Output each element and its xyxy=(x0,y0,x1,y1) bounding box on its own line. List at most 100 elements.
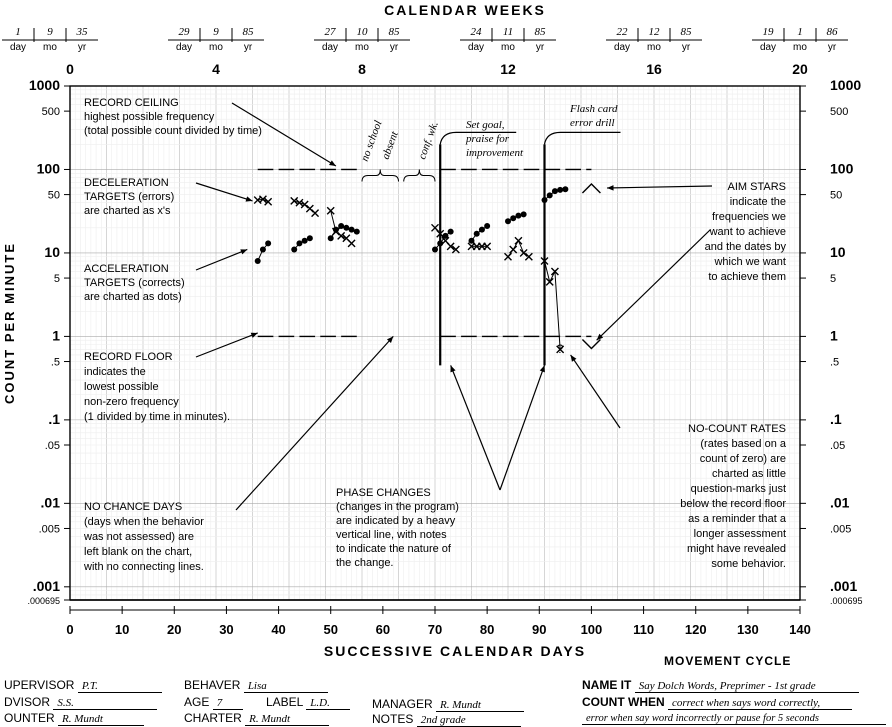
date-sublabel: day xyxy=(10,42,26,53)
correct-dot xyxy=(432,246,438,253)
annotation-aim-stars: which we want xyxy=(713,256,786,268)
annotation-aim-stars: AIM STARS xyxy=(728,181,786,193)
arrow-acceleration xyxy=(195,248,248,271)
errors-line xyxy=(544,260,561,350)
correct-dot xyxy=(557,186,564,193)
x-tick-label: 90 xyxy=(532,622,546,637)
date-sublabel: yr xyxy=(244,42,253,53)
correct-dot xyxy=(447,228,454,235)
y-tick-label-right: 100 xyxy=(830,160,854,176)
arrow-ceiling-head xyxy=(329,160,336,167)
week-tick-label: 8 xyxy=(358,61,366,77)
week-tick-label: 0 xyxy=(66,61,74,77)
error-x xyxy=(264,197,273,206)
week-tick-label: 12 xyxy=(500,61,516,77)
annotation-deceleration: are charted as x's xyxy=(84,205,171,217)
x-tick-label: 10 xyxy=(115,622,129,637)
y-tick-label-right: 1000 xyxy=(830,77,861,93)
date-value: 85 xyxy=(535,26,547,38)
annotation-phase-changes: vertical line, with notes xyxy=(336,529,447,541)
error-x xyxy=(545,277,554,286)
age-field: AGE 7 xyxy=(184,695,243,710)
annotation-flash-card: Flash card xyxy=(569,103,618,115)
correct-dot xyxy=(510,215,517,222)
date-sublabel: mo xyxy=(647,42,661,53)
date-value: 85 xyxy=(681,26,693,38)
annotation-no-count-rates: count of zero) are xyxy=(700,453,786,465)
y-tick-label-left: .1 xyxy=(48,411,60,427)
name-it-label: NAME IT xyxy=(582,678,632,692)
charter-label: CHARTER xyxy=(184,711,242,725)
y-tick-label-right: .005 xyxy=(830,523,851,535)
date-sublabel: mo xyxy=(43,42,57,53)
date-value: 85 xyxy=(243,26,255,38)
annotation-set-goal: improvement xyxy=(466,147,524,159)
age-value: 7 xyxy=(212,697,243,710)
correct-dot xyxy=(259,246,266,253)
y-tick-label-left: .05 xyxy=(45,440,60,452)
date-value: 12 xyxy=(649,26,661,38)
date-sublabel: yr xyxy=(828,42,837,53)
x-tick-label: 30 xyxy=(219,622,233,637)
annotation-aim-stars: and the dates by xyxy=(705,241,787,253)
phase-change-cap xyxy=(543,131,621,145)
counter-field: OUNTER R. Mundt xyxy=(4,711,145,726)
chart-annotations: RECORD CEILING highest possible frequency… xyxy=(83,97,787,573)
correct-dot xyxy=(301,237,308,244)
correct-dot xyxy=(353,228,360,235)
advisor-label: DVISOR xyxy=(4,695,51,709)
date-value: 27 xyxy=(325,26,337,38)
arrow-aim-down-head xyxy=(596,333,604,341)
correct-dot xyxy=(437,240,444,247)
correct-dot xyxy=(306,235,313,242)
x-tick-label: 110 xyxy=(633,622,654,637)
x-tick-label: 50 xyxy=(323,622,337,637)
annotation-phase-changes: PHASE CHANGES xyxy=(336,487,431,499)
x-axis-title: SUCCESSIVE CALENDAR DAYS xyxy=(324,643,586,659)
x-tick-label: 0 xyxy=(66,622,73,637)
annotation-aim-stars: to achieve them xyxy=(708,271,786,283)
arrow-aim-down xyxy=(596,229,711,341)
arrow-acceleration-head xyxy=(240,249,248,255)
chart-marks: ? xyxy=(253,131,621,366)
annotation-conf-week: conf. wk. xyxy=(416,120,441,161)
date-sublabel: yr xyxy=(682,42,691,53)
y-tick-label-left: .5 xyxy=(51,357,60,369)
annotation-deceleration: DECELERATION xyxy=(84,177,169,189)
arrow-phase-2 xyxy=(499,365,546,491)
date-sublabel: yr xyxy=(536,42,545,53)
annotation-aim-stars: indicate the xyxy=(730,196,786,208)
y-tick-label-left: 50 xyxy=(48,190,60,202)
correct-dot xyxy=(546,192,553,199)
label-value: L.D. xyxy=(306,697,351,710)
annotation-flash-card: error drill xyxy=(570,117,615,129)
annotation-record-ceiling: highest possible frequency xyxy=(84,111,215,123)
annotation-record-floor: (1 divided by time in minutes). xyxy=(84,411,230,423)
manager-label: MANAGER xyxy=(372,697,433,711)
x-tick-label: 120 xyxy=(685,622,707,637)
no-count-mark: ? xyxy=(557,342,564,356)
date-sublabel: day xyxy=(614,42,630,53)
date-sublabel: mo xyxy=(209,42,223,53)
calendar-weeks-title: CALENDAR WEEKS xyxy=(384,2,546,18)
correct-dot xyxy=(473,230,480,237)
error-x xyxy=(290,196,299,205)
error-x xyxy=(326,206,335,215)
date-sublabel: yr xyxy=(78,42,87,53)
y-tick-label-right: 10 xyxy=(830,244,846,260)
corrects-line xyxy=(471,225,488,242)
y-tick-label-right: 1 xyxy=(830,327,838,343)
annotation-record-ceiling: RECORD CEILING xyxy=(84,97,179,109)
error-x xyxy=(514,236,523,245)
x-tick-label: 70 xyxy=(428,622,442,637)
annotation-no-count-rates: some behavior. xyxy=(711,558,786,570)
arrow-ceiling xyxy=(231,102,337,167)
y-tick-label-right: .05 xyxy=(830,440,845,452)
error-x xyxy=(451,245,460,254)
week-tick-label: 20 xyxy=(792,61,808,77)
x-tick-label: 40 xyxy=(271,622,285,637)
date-sublabel: mo xyxy=(355,42,369,53)
annotation-phase-changes: the change. xyxy=(336,557,394,569)
annotation-phase-changes: are indicated by a heavy xyxy=(336,515,456,527)
notes-label: NOTES xyxy=(372,712,414,726)
